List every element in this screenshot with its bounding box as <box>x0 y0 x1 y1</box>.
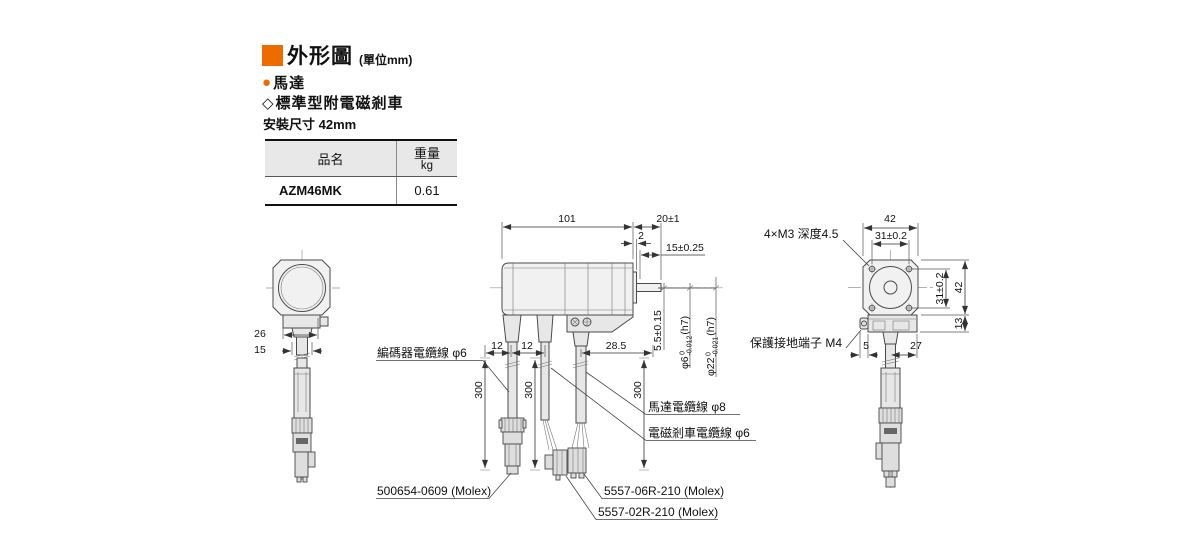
unit-note: (單位mm) <box>359 53 413 67</box>
dim-shaft-flat: 5.5±0.15 <box>652 310 664 351</box>
mounting-size-label: 安裝尺寸 42mm <box>263 117 357 132</box>
col-header-product: 品名 <box>265 140 397 177</box>
dim-shaft-usable-length: 15±0.25 <box>666 242 704 254</box>
dim-earth-offset: 5 <box>863 340 869 352</box>
dim-cable1-offset: 12 <box>491 340 503 352</box>
page-title: 外形圖 <box>287 45 353 68</box>
label-connector-motor: 5557-06R-210 (Molex) <box>604 484 724 498</box>
dim-body-length: 101 <box>558 213 576 225</box>
diamond-bullet-icon: ◇ <box>262 94 275 112</box>
dim-shaft-length: 20±1 <box>656 213 679 225</box>
motor-rear-view: 42 31±0.2 4×M3 深度4.5 31±0.2 42 13 保護接地端子… <box>750 213 969 488</box>
col-header-weight: 重量 kg <box>396 140 457 177</box>
weight-cell: 0.61 <box>396 176 457 205</box>
label-brake-cable: 電磁剎車電纜線 φ6 <box>648 425 750 440</box>
dim-boss-height: 2 <box>638 230 644 242</box>
label-encoder-cable: 編碼器電纜線 φ6 <box>377 345 467 360</box>
col-header-weight-label: 重量 <box>413 146 440 161</box>
dim-boss-diameter: φ220-0.021(h7) <box>705 317 720 376</box>
dim-hole-pitch-vertical: 31±0.2 <box>934 272 946 304</box>
spec-table-header-row: 品名 重量 kg <box>265 140 457 177</box>
dim-cable3-length: 300 <box>632 381 644 399</box>
product-bullet-label: 馬達 <box>273 75 306 92</box>
dim-cable1-length: 300 <box>473 381 485 399</box>
spec-table-row: AZM46MK 0.61 <box>265 176 457 205</box>
section-header: 外形圖 (單位mm) <box>262 40 412 70</box>
motor-front-view: 26 15 <box>254 250 340 483</box>
dim-hub-width: 26 <box>254 328 266 340</box>
circle-bullet-icon: ● <box>262 74 273 91</box>
spec-table: 品名 重量 kg AZM46MK 0.61 <box>265 139 457 206</box>
label-mounting-tap: 4×M3 深度4.5 <box>764 226 839 241</box>
dim-frame-height: 42 <box>953 282 965 294</box>
dim-frame-width: 42 <box>884 213 896 225</box>
dim-cable-to-edge: 27 <box>910 340 922 352</box>
dim-cable2-offset: 12 <box>521 340 533 352</box>
label-connector-brake: 5557-02R-210 (Molex) <box>598 505 718 519</box>
dim-cable3-offset: 28.5 <box>606 340 627 352</box>
dim-cable-exit-width: 15 <box>254 344 266 356</box>
orange-square-marker-icon <box>262 44 283 66</box>
label-earth-terminal: 保護接地端子 M4 <box>750 335 842 350</box>
col-header-weight-unit: kg <box>420 160 434 172</box>
variant-bullet-label: 標準型附電磁剎車 <box>275 95 404 112</box>
dim-terminal-block-height: 13 <box>953 318 965 330</box>
dim-hole-pitch-horizontal: 31±0.2 <box>875 230 907 242</box>
dim-cable2-length: 300 <box>523 381 535 399</box>
variant-bullet-row: ◇ 標準型附電磁剎車 <box>262 92 404 113</box>
product-name-cell: AZM46MK <box>279 183 342 198</box>
label-motor-cable: 馬達電纜線 φ8 <box>648 399 726 414</box>
label-connector-encoder: 500654-0609 (Molex) <box>377 484 491 498</box>
mounting-holes <box>867 264 914 313</box>
motor-side-view: 101 20±1 2 15±0.25 5.5±0.15 φ60-0.012(h7… <box>376 213 756 520</box>
dim-shaft-diameter: φ60-0.012(h7) <box>679 316 694 369</box>
product-bullet-row: ● 馬達 <box>262 72 305 93</box>
